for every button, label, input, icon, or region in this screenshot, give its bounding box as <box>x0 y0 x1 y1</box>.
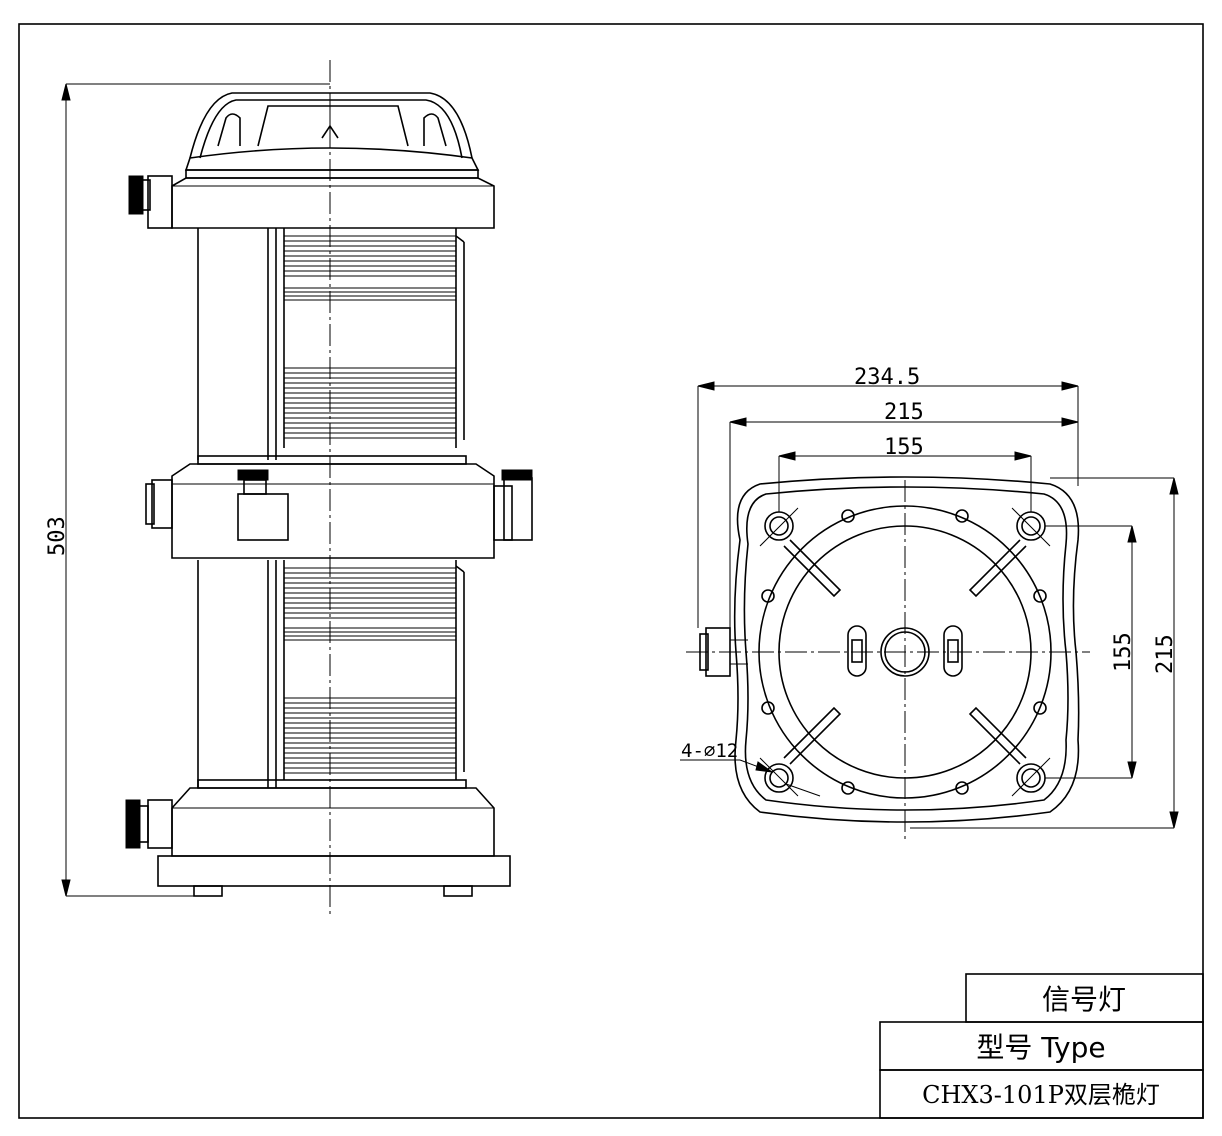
title-block-type-label: 型号 Type <box>976 1031 1105 1064</box>
hole-spec-label: 4-⌀12 <box>681 740 738 762</box>
plan-view <box>680 381 1179 840</box>
bolt-spacing-label: 155 <box>884 435 924 460</box>
lens-ribs <box>284 627 456 641</box>
flange-width-label: 215 <box>884 400 924 425</box>
lens-ribs <box>284 235 456 277</box>
front-elevation <box>61 60 533 918</box>
lens-ribs <box>284 367 456 439</box>
title-block-model: CHX3-101P双层桅灯 <box>922 1081 1160 1109</box>
lens-ribs <box>284 697 456 774</box>
outer-width-label: 234.5 <box>854 365 920 390</box>
side-bolt-spacing-label: 155 <box>1111 632 1136 672</box>
drawing-frame <box>18 23 1204 1119</box>
title-block <box>879 973 1204 1119</box>
height-dimension-label: 503 <box>45 516 70 556</box>
lens-ribs <box>284 287 456 301</box>
lens-ribs <box>284 567 456 619</box>
side-flange-width-label: 215 <box>1153 634 1178 674</box>
title-block-name: 信号灯 <box>1042 983 1126 1016</box>
